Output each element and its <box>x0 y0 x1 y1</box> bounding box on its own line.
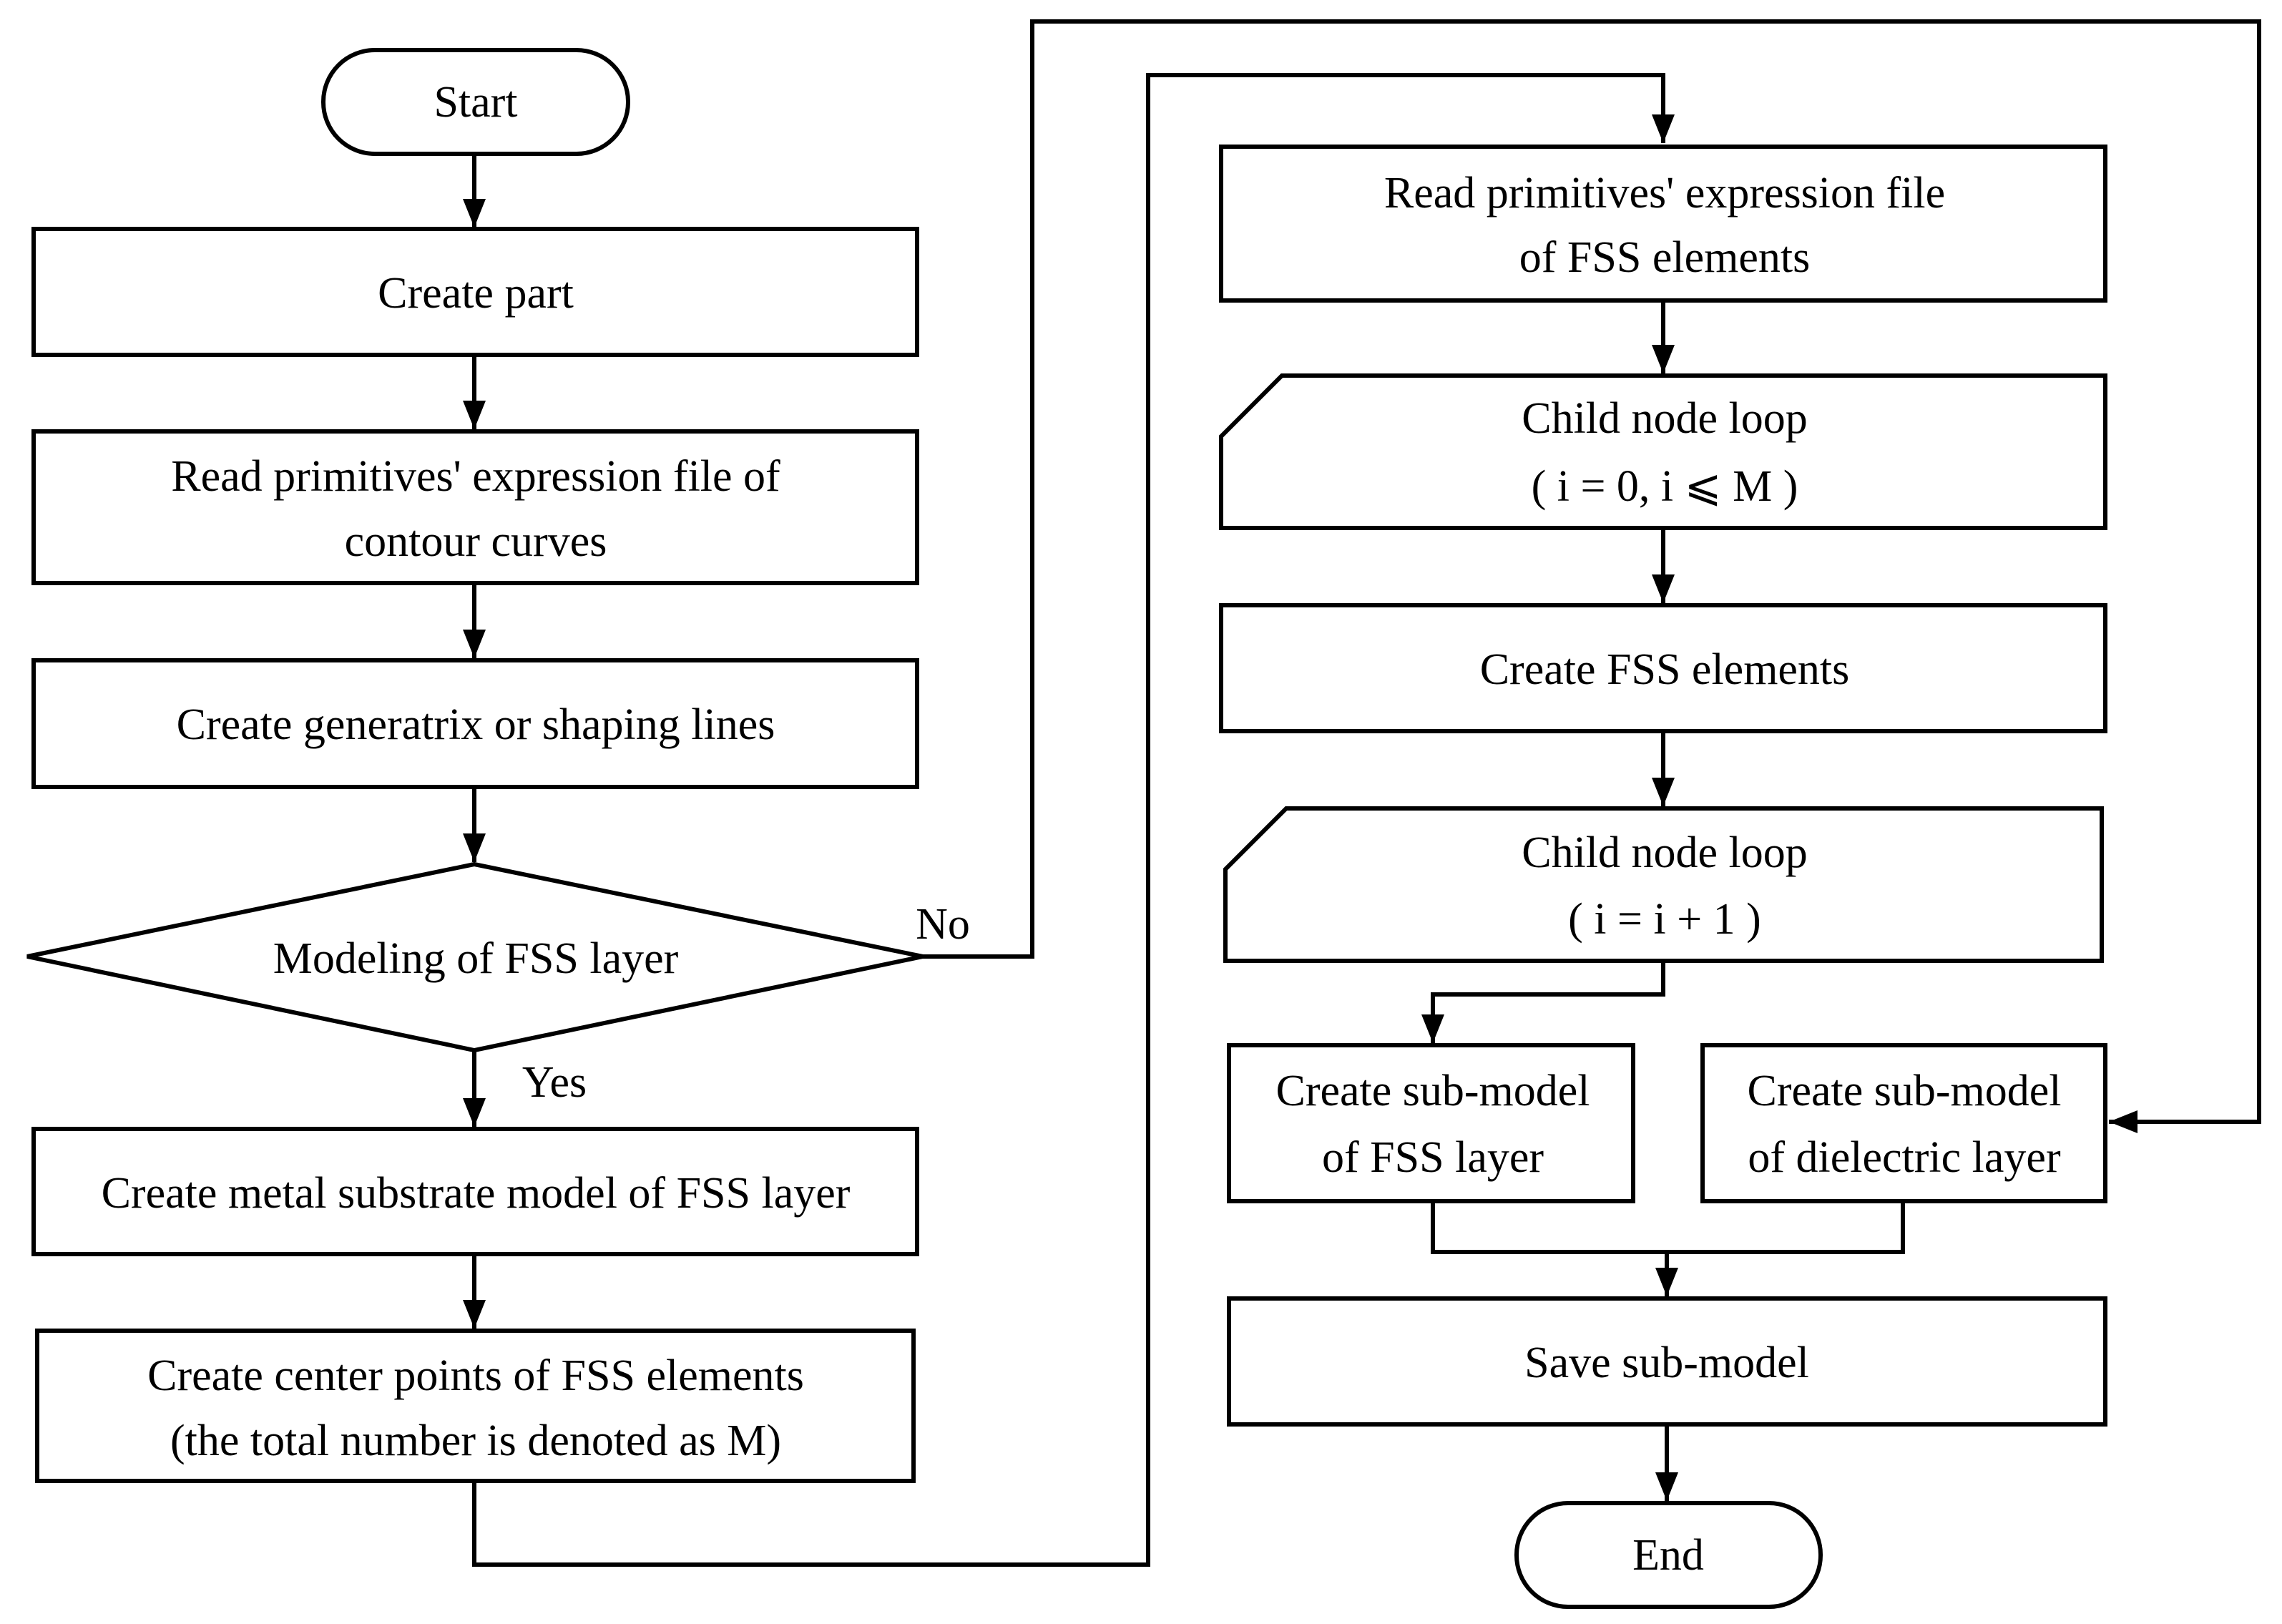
create-fss-elements-process: Create FSS elements <box>1219 603 2107 733</box>
create-part-process: Create part <box>31 227 919 357</box>
save-submodel-process: Save sub-model <box>1227 1296 2107 1427</box>
loop-end-node: Child node loop ( i = i + 1 ) <box>1223 806 2104 963</box>
edge-center-points-to-read-fss <box>472 73 1675 1567</box>
read-contour-process: Read primitives' expression file of cont… <box>31 429 919 585</box>
loop-start-line1: Child node loop <box>1522 394 1808 443</box>
edges <box>463 19 2261 1567</box>
submodel-fss-process: Create sub-model of FSS layer <box>1227 1043 1635 1203</box>
create-generatrix-process: Create generatrix or shaping lines <box>31 658 919 789</box>
submodel-dielectric-process: Create sub-model of dielectric layer <box>1700 1043 2107 1203</box>
edge-loop-end-to-submodel-fss <box>1421 961 1665 1043</box>
read-fss-line1: Read primitives' expression file <box>1384 169 1945 217</box>
loop-end-line1: Child node loop <box>1522 828 1808 877</box>
no-edge-label: No <box>916 900 970 949</box>
end-terminal: End <box>1514 1501 1823 1609</box>
end-label: End <box>1632 1531 1704 1580</box>
read-contour-line2: contour curves <box>345 517 607 566</box>
loop-start-node: Child node loop ( i = 0, i ⩽ M ) <box>1219 373 2107 530</box>
create-part-label: Create part <box>378 269 574 318</box>
decision-label: Modeling of FSS layer <box>273 934 679 983</box>
submodel-dielectric-line2: of dielectric layer <box>1748 1133 2061 1182</box>
submodel-fss-line2: of FSS layer <box>1322 1133 1544 1182</box>
create-metal-substrate-label: Create metal substrate model of FSS laye… <box>102 1169 851 1218</box>
loop-end-line2: ( i = i + 1 ) <box>1568 895 1761 944</box>
create-center-points-line1: Create center points of FSS elements <box>147 1351 804 1400</box>
read-contour-line1: Read primitives' expression file of <box>171 452 780 501</box>
loop-start-line2: ( i = 0, i ⩽ M ) <box>1532 462 1798 511</box>
start-terminal: Start <box>321 48 630 156</box>
read-fss-process: Read primitives' expression file of FSS … <box>1219 145 2107 303</box>
yes-edge-label: Yes <box>522 1058 587 1107</box>
modeling-fss-decision: Modeling of FSS layer <box>26 861 924 1053</box>
create-metal-substrate-process: Create metal substrate model of FSS laye… <box>31 1127 919 1256</box>
edge-submodels-merge-to-save <box>1431 1201 1905 1296</box>
submodel-fss-line1: Create sub-model <box>1275 1067 1590 1115</box>
start-label: Start <box>434 78 517 127</box>
create-fss-elements-label: Create FSS elements <box>1480 645 1850 694</box>
create-center-points-line2: (the total number is denoted as M) <box>170 1417 781 1465</box>
read-fss-line2: of FSS elements <box>1519 233 1810 282</box>
create-generatrix-label: Create generatrix or shaping lines <box>177 700 775 749</box>
edge-decision-no-to-dielectric <box>923 19 2261 1133</box>
save-submodel-label: Save sub-model <box>1524 1339 1809 1387</box>
submodel-dielectric-line1: Create sub-model <box>1747 1067 2061 1115</box>
create-center-points-process: Create center points of FSS elements (th… <box>35 1329 916 1483</box>
